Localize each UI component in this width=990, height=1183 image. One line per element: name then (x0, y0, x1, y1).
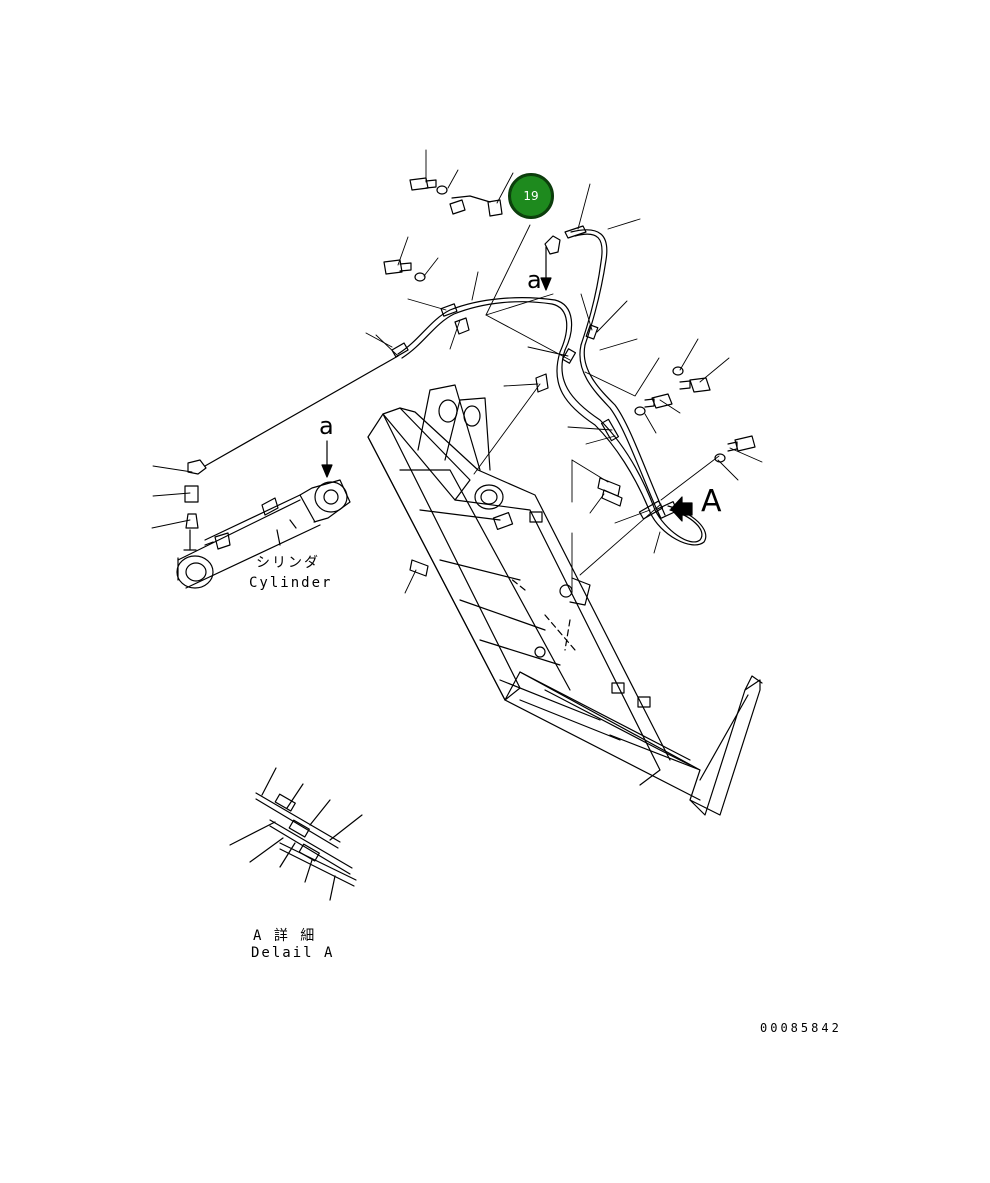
callout-19-button[interactable]: 19 (508, 173, 554, 219)
cylinder-label-jp: シリンダ (256, 555, 320, 571)
detail-a-label-jp: A 詳 細 (253, 928, 317, 944)
callout-number: 19 (523, 189, 539, 203)
boom-frame (367, 384, 763, 816)
drawing-number: 00085842 (760, 1021, 842, 1035)
detail-marker-top: a (527, 266, 542, 294)
leader-lines (151, 149, 763, 594)
detail-a-label-en: Delail A (251, 945, 335, 961)
detail-marker-cylinder: a (319, 412, 334, 440)
cylinder-assembly (176, 459, 351, 589)
view-a-label: A (701, 484, 722, 519)
detail-a-sketch (229, 767, 363, 901)
cylinder-label-en: Cylinder (249, 575, 333, 591)
section-arrows (321, 246, 552, 478)
hose-lines (204, 195, 707, 546)
view-a-arrow (670, 496, 693, 522)
